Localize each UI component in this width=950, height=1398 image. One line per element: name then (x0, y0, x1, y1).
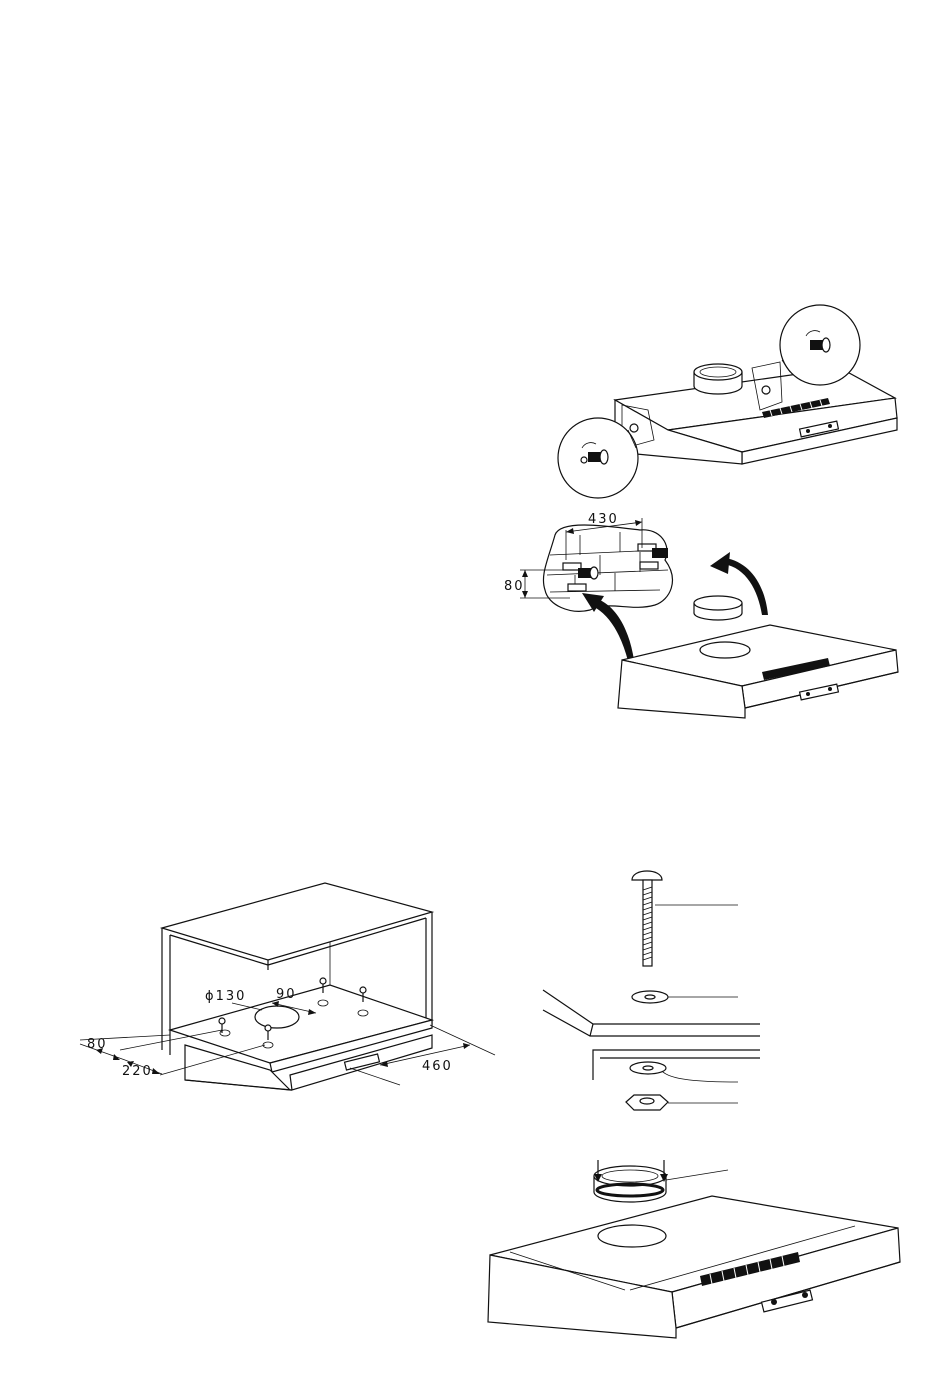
screw-detail-icon (558, 418, 638, 498)
screw-detail-icon (780, 305, 860, 385)
figure-hood-bracket-screws (558, 305, 897, 498)
washer-icon (630, 1062, 666, 1074)
rotate-arrow-icon (596, 600, 634, 661)
dimension-label-duct-diameter: ϕ130 (205, 989, 246, 1004)
figure-bolt-stack (543, 871, 760, 1110)
dimension-label-offset: 90 (276, 987, 297, 1002)
hex-nut-icon (626, 1095, 668, 1110)
figure-duct-collar-install (488, 1160, 900, 1338)
dimension-label-width: 430 (588, 512, 619, 527)
figure-cabinet-mounting: ϕ130 90 80 220 460 (80, 883, 495, 1090)
dimension-label-width-460: 460 (422, 1059, 453, 1074)
dimension-label-height: 80 (504, 579, 525, 594)
figure-wall-mounting: 430 80 (504, 512, 898, 718)
dimension-label-depth-holes: 220 (122, 1064, 153, 1079)
washer-icon (632, 991, 668, 1003)
bolt-icon (632, 871, 662, 966)
dimension-label-depth-front: 80 (87, 1037, 108, 1052)
